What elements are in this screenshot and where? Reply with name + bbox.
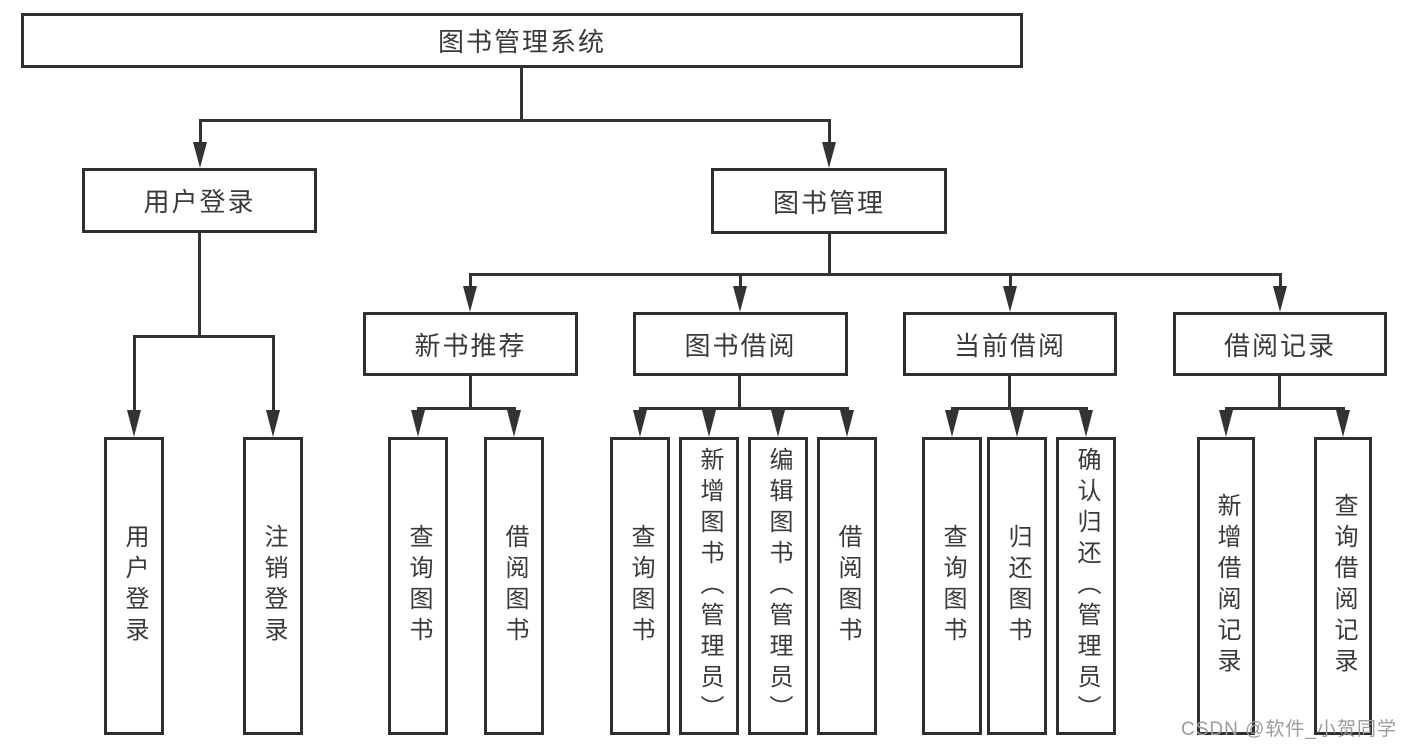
- connector-line: [1225, 407, 1345, 410]
- leaf-logout-label: 注销登录: [260, 524, 287, 648]
- connector-line: [639, 407, 849, 410]
- leaf-bb-query-books: 查询图书: [610, 437, 670, 735]
- leaf-bb-edit-books-admin-label: 编辑图书（管理员）: [765, 446, 792, 726]
- node-user-login: 用户登录: [82, 168, 317, 233]
- arrow-down-icon: [1219, 410, 1233, 437]
- connector-line: [272, 335, 275, 413]
- leaf-logout: 注销登录: [243, 437, 303, 735]
- arrow-down-icon: [1010, 410, 1024, 437]
- arrow-down-icon: [771, 410, 785, 437]
- leaf-bb-borrow-books: 借阅图书: [817, 437, 877, 735]
- leaf-br-query-record: 查询借阅记录: [1314, 437, 1372, 735]
- arrow-down-icon: [822, 142, 836, 168]
- leaf-cb-confirm-return-admin: 确认归还（管理员）: [1056, 437, 1116, 735]
- arrow-down-icon: [507, 410, 521, 437]
- arrow-down-icon: [733, 286, 747, 312]
- connector-line: [1278, 374, 1281, 410]
- arrow-down-icon: [1336, 410, 1350, 437]
- leaf-bb-query-books-label: 查询图书: [627, 524, 654, 648]
- node-new-book-recommend: 新书推荐: [363, 312, 578, 376]
- connector-line: [738, 374, 741, 410]
- leaf-user-login-label: 用户登录: [121, 524, 148, 648]
- arrow-down-icon: [193, 142, 207, 168]
- connector-line: [469, 273, 472, 290]
- connector-line: [1279, 273, 1282, 290]
- node-current-borrow: 当前借阅: [903, 312, 1117, 376]
- arrow-down-icon: [1003, 286, 1017, 312]
- connector-line: [198, 231, 201, 338]
- connector-line: [951, 407, 1088, 410]
- csdn-watermark: CSDN @软件_小贺同学: [1181, 719, 1397, 740]
- leaf-nb-borrow-books-label: 借阅图书: [501, 524, 528, 648]
- leaf-bb-add-books-admin-label: 新增图书（管理员）: [696, 446, 723, 726]
- leaf-cb-query-books: 查询图书: [922, 437, 982, 735]
- arrow-down-icon: [127, 410, 141, 437]
- leaf-bb-borrow-books-label: 借阅图书: [834, 524, 861, 648]
- connector-line: [199, 119, 831, 122]
- arrow-down-icon: [633, 410, 647, 437]
- leaf-br-add-record-label: 新增借阅记录: [1213, 493, 1240, 679]
- leaf-nb-borrow-books: 借阅图书: [484, 437, 544, 735]
- arrow-down-icon: [840, 410, 854, 437]
- arrow-down-icon: [463, 286, 477, 312]
- leaf-br-add-record: 新增借阅记录: [1197, 437, 1255, 735]
- node-root-system: 图书管理系统: [21, 13, 1023, 68]
- node-book-management: 图书管理: [711, 168, 947, 234]
- leaf-br-query-record-label: 查询借阅记录: [1330, 493, 1357, 679]
- connector-line: [417, 407, 516, 410]
- arrow-down-icon: [1273, 286, 1287, 312]
- connector-line: [199, 119, 202, 145]
- leaf-bb-edit-books-admin: 编辑图书（管理员）: [748, 437, 808, 735]
- connector-line: [1008, 374, 1011, 410]
- connector-line: [828, 119, 831, 145]
- connector-line: [520, 66, 523, 122]
- connector-line: [739, 273, 742, 290]
- connector-line: [133, 335, 275, 338]
- leaf-nb-query-books: 查询图书: [388, 437, 448, 735]
- node-book-borrow: 图书借阅: [633, 312, 848, 376]
- connector-line: [1009, 273, 1012, 290]
- leaf-cb-query-books-label: 查询图书: [939, 524, 966, 648]
- leaf-bb-add-books-admin: 新增图书（管理员）: [679, 437, 739, 735]
- arrow-down-icon: [266, 410, 280, 437]
- arrow-down-icon: [1079, 410, 1093, 437]
- leaf-user-login: 用户登录: [104, 437, 164, 735]
- connector-line: [133, 335, 136, 413]
- leaf-cb-return-books-label: 归还图书: [1004, 524, 1031, 648]
- arrow-down-icon: [945, 410, 959, 437]
- node-borrow-records: 借阅记录: [1173, 312, 1387, 376]
- arrow-down-icon: [702, 410, 716, 437]
- connector-line: [469, 273, 1282, 276]
- leaf-nb-query-books-label: 查询图书: [405, 524, 432, 648]
- leaf-cb-return-books: 归还图书: [987, 437, 1047, 735]
- connector-line: [828, 232, 831, 276]
- leaf-cb-confirm-return-admin-label: 确认归还（管理员）: [1073, 446, 1100, 726]
- arrow-down-icon: [411, 410, 425, 437]
- connector-line: [469, 374, 472, 410]
